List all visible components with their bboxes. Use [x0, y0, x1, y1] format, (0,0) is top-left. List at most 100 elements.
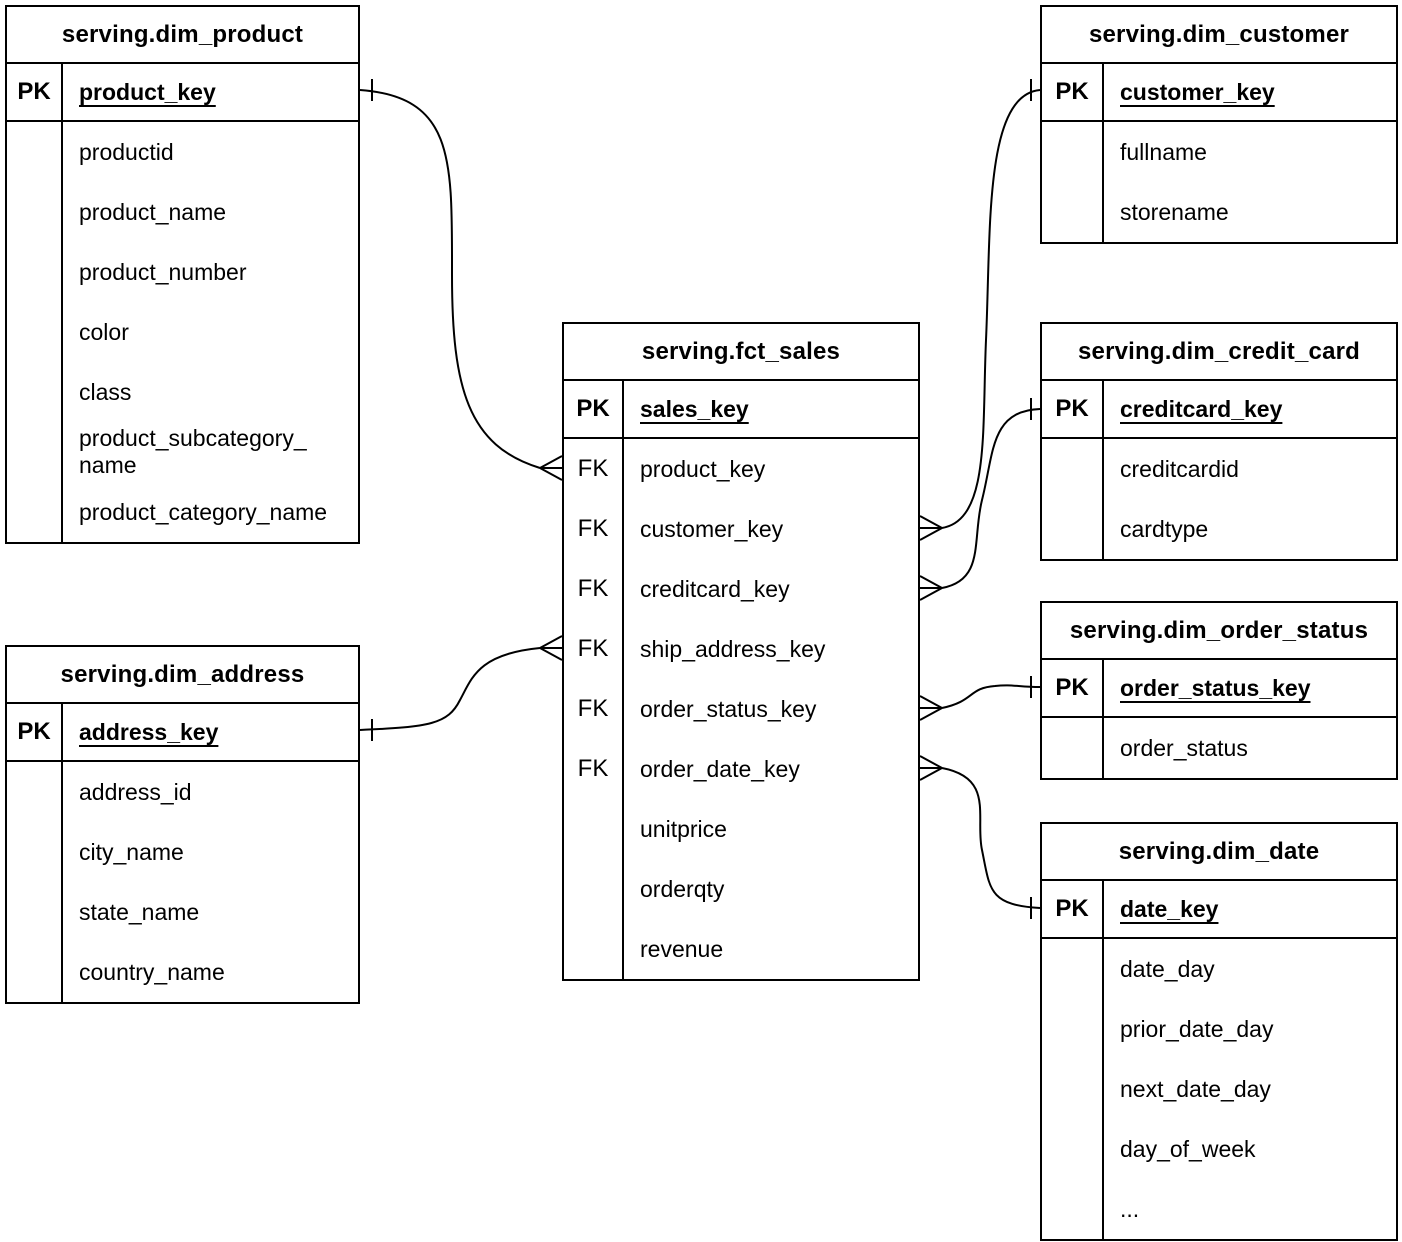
field-name: color	[79, 318, 129, 345]
field-row: orderqty	[564, 859, 918, 919]
table-title: serving.dim_customer	[1042, 7, 1396, 64]
relation-line	[941, 89, 1041, 529]
field-row: storename	[1042, 182, 1396, 242]
table-title: serving.dim_credit_card	[1042, 324, 1396, 381]
fk-badge	[7, 482, 63, 542]
fk-badge	[7, 422, 63, 482]
pk-badge: PK	[1042, 660, 1104, 716]
fk-badge	[1042, 122, 1104, 182]
field-name: class	[79, 378, 132, 405]
cardinality-many-crowfoot	[919, 767, 943, 781]
fk-badge	[1042, 499, 1104, 559]
table-title: serving.dim_order_status	[1042, 603, 1396, 660]
field-name: day_of_week	[1120, 1135, 1256, 1162]
cardinality-many-crowfoot	[539, 647, 563, 661]
field-row: unitprice	[564, 799, 918, 859]
field-name: date_day	[1120, 955, 1215, 982]
field-row: order_status	[1042, 718, 1396, 778]
field-row: ...	[1042, 1179, 1396, 1239]
field-name: customer_key	[640, 515, 784, 542]
cardinality-many-crowfoot	[539, 635, 563, 649]
fk-badge	[1042, 182, 1104, 242]
fk-badge	[564, 799, 624, 859]
pk-badge: PK	[1042, 381, 1104, 437]
field-name: country_name	[79, 958, 225, 985]
field-row: revenue	[564, 919, 918, 979]
cardinality-many-crowfoot	[919, 515, 943, 529]
fk-badge	[1042, 718, 1104, 778]
field-name: ...	[1120, 1195, 1140, 1222]
primary-key-row: PK order_status_key	[1042, 660, 1396, 718]
pk-badge: PK	[1042, 64, 1104, 120]
field-name: ship_address_key	[640, 635, 826, 662]
table-title: serving.dim_date	[1042, 824, 1396, 881]
fk-badge: FK	[564, 679, 624, 739]
field-row: creditcardid	[1042, 439, 1396, 499]
fk-badge	[7, 182, 63, 242]
field-row: product_subcategory_name	[7, 422, 358, 482]
cardinality-many-crowfoot	[919, 575, 943, 589]
primary-key-row: PK sales_key	[564, 381, 918, 439]
relation-line	[359, 89, 541, 469]
relation-dim-credit-card-fct-sales	[919, 398, 1041, 601]
cardinality-many-crowfoot	[919, 707, 943, 721]
field-row: fullname	[1042, 122, 1396, 182]
field-row: day_of_week	[1042, 1119, 1396, 1179]
field-row: class	[7, 362, 358, 422]
fk-badge	[7, 762, 63, 822]
fk-badge	[564, 859, 624, 919]
field-row: city_name	[7, 822, 358, 882]
fk-badge	[7, 882, 63, 942]
pk-badge: PK	[564, 381, 624, 437]
primary-key-row: PK customer_key	[1042, 64, 1396, 122]
field-row: product_category_name	[7, 482, 358, 542]
field-name: order_status_key	[640, 695, 817, 722]
fk-badge: FK	[564, 739, 624, 799]
field-row: state_name	[7, 882, 358, 942]
table-title: serving.dim_product	[7, 7, 358, 64]
field-row: cardtype	[1042, 499, 1396, 559]
pk-field-name: sales_key	[640, 395, 749, 422]
fk-badge	[7, 362, 63, 422]
pk-badge: PK	[1042, 881, 1104, 937]
field-name: productid	[79, 138, 174, 165]
cardinality-many-crowfoot	[919, 587, 943, 601]
field-name: prior_date_day	[1120, 1015, 1274, 1042]
pk-badge: PK	[7, 704, 63, 760]
pk-badge: PK	[7, 64, 63, 120]
pk-field-name: order_status_key	[1120, 674, 1311, 701]
primary-key-row: PK creditcard_key	[1042, 381, 1396, 439]
field-name: product_category_name	[79, 498, 328, 525]
relation-dim-address-fct-sales	[359, 635, 563, 741]
field-row: color	[7, 302, 358, 362]
table-title: serving.dim_address	[7, 647, 358, 704]
field-row: country_name	[7, 942, 358, 1002]
fk-badge	[1042, 1059, 1104, 1119]
fk-badge	[7, 302, 63, 362]
field-name: product_subcategory_name	[79, 425, 307, 478]
fk-badge	[7, 942, 63, 1002]
field-row: prior_date_day	[1042, 999, 1396, 1059]
table-title: serving.fct_sales	[564, 324, 918, 381]
pk-field-name: customer_key	[1120, 78, 1275, 105]
cardinality-many-crowfoot	[919, 527, 943, 541]
field-name: address_id	[79, 778, 192, 805]
fk-badge	[564, 919, 624, 979]
field-name: order_status	[1120, 734, 1248, 761]
relation-dim-customer-fct-sales	[919, 79, 1041, 541]
pk-field-name: creditcard_key	[1120, 395, 1283, 422]
fk-badge: FK	[564, 559, 624, 619]
relation-dim-product-fct-sales	[359, 79, 563, 481]
field-name: unitprice	[640, 815, 727, 842]
